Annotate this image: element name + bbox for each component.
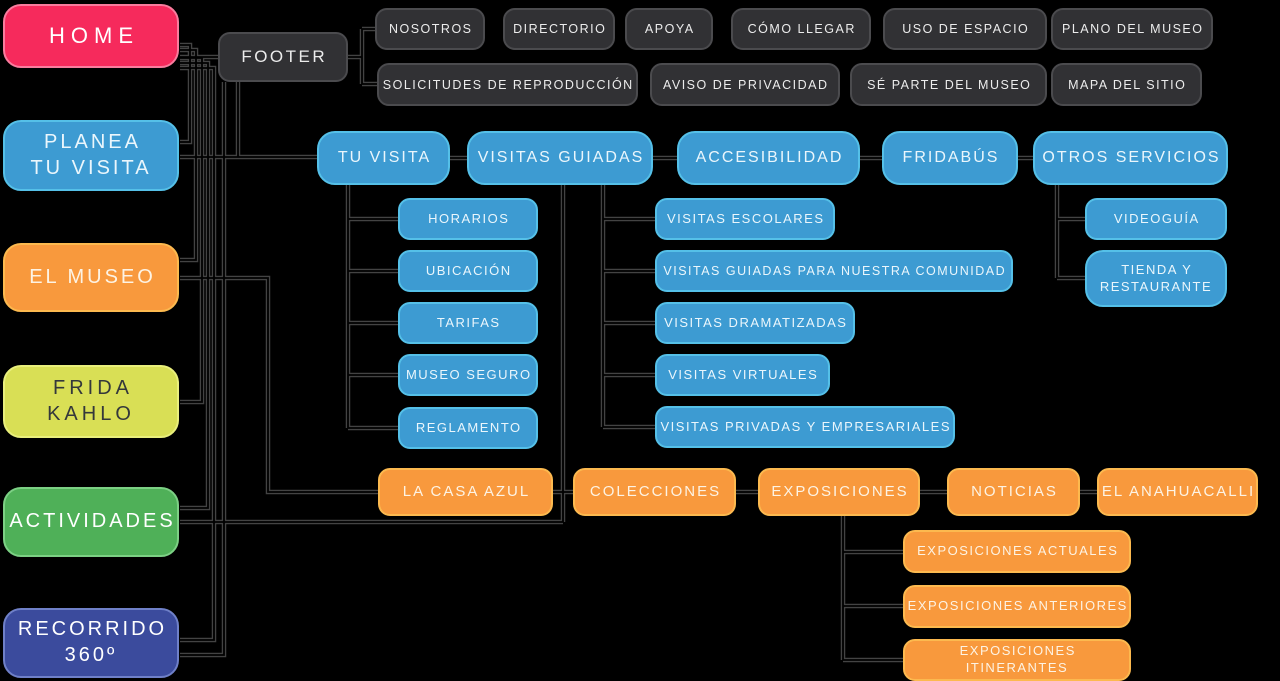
node-actividades: ACTIVIDADES [3, 487, 179, 557]
node-visitas-virtuales: VISITAS VIRTUALES [655, 354, 830, 396]
node-label: VISITAS DRAMATIZADAS [664, 314, 848, 330]
node-label: SÉ PARTE DEL MUSEO [867, 77, 1032, 92]
node-label: VISITAS ESCOLARES [667, 210, 825, 226]
node-label: ACTIVIDADES [9, 510, 176, 533]
node-label: EL MUSEO [29, 265, 156, 288]
node-label: APOYA [644, 22, 695, 36]
node-tienda-y-restaurante: TIENDA Y RESTAURANTE [1085, 250, 1227, 307]
node-videoguia: VIDEOGUÍA [1085, 198, 1227, 240]
node-fridabus: FRIDABÚS [882, 131, 1018, 185]
node-label: EXPOSICIONES ITINERANTES [959, 643, 1076, 675]
node-exposiciones-itinerantes: EXPOSICIONES ITINERANTES [903, 639, 1131, 681]
connector-path-inner [180, 28, 1097, 661]
node-visitas-guiadas: VISITAS GUIADAS [467, 131, 653, 185]
node-reglamento: REGLAMENTO [398, 407, 538, 449]
node-label: ACCESIBILIDAD [695, 148, 844, 166]
node-recorrido-360: RECORRIDO 360º [3, 608, 179, 678]
node-ubicacion: UBICACIÓN [398, 250, 538, 292]
node-label: REGLAMENTO [415, 419, 522, 435]
node-label: EL ANAHUACALLI [1101, 483, 1256, 501]
node-label: VISITAS GUIADAS PARA NUESTRA COMUNIDAD [663, 264, 1007, 278]
node-visitas-escolares: VISITAS ESCOLARES [655, 198, 835, 240]
node-label: VISITAS GUIADAS [477, 148, 645, 166]
node-label: COLECCIONES [589, 483, 722, 501]
node-aviso-de-privacidad: AVISO DE PRIVACIDAD [650, 63, 840, 106]
node-label: HORARIOS [428, 210, 510, 226]
node-label: PLANEA TU VISITA [30, 130, 152, 179]
node-colecciones: COLECCIONES [573, 468, 736, 516]
node-label: FRIDABÚS [902, 148, 1000, 166]
node-solicitudes-de-reproduccion: SOLICITUDES DE REPRODUCCIÓN [377, 63, 638, 106]
node-label: LA CASA AZUL [402, 483, 531, 501]
node-plano-del-museo: PLANO DEL MUSEO [1051, 8, 1213, 50]
node-label: VISITAS VIRTUALES [668, 366, 819, 382]
node-tu-visita: TU VISITA [317, 131, 450, 185]
node-exposiciones-actuales: EXPOSICIONES ACTUALES [903, 530, 1131, 573]
node-como-llegar: CÓMO LLEGAR [731, 8, 871, 50]
node-noticias: NOTICIAS [947, 468, 1080, 516]
node-label: EXPOSICIONES ANTERIORES [907, 598, 1128, 614]
node-home: HOME [3, 4, 179, 68]
node-accesibilidad: ACCESIBILIDAD [677, 131, 860, 185]
node-label: VIDEOGUÍA [1113, 210, 1200, 226]
node-label: TIENDA Y RESTAURANTE [1099, 261, 1213, 294]
node-label: MUSEO SEGURO [405, 366, 532, 382]
node-label: TARIFAS [436, 314, 501, 330]
node-mapa-del-sitio: MAPA DEL SITIO [1051, 63, 1202, 106]
node-label: OTROS SERVICIOS [1042, 148, 1221, 166]
node-label: CÓMO LLEGAR [747, 22, 856, 36]
node-visitas-guiadas-comunidad: VISITAS GUIADAS PARA NUESTRA COMUNIDAD [655, 250, 1013, 292]
node-visitas-dramatizadas: VISITAS DRAMATIZADAS [655, 302, 855, 344]
node-se-parte-del-museo: SÉ PARTE DEL MUSEO [850, 63, 1047, 106]
node-label: MAPA DEL SITIO [1068, 77, 1187, 92]
node-apoya: APOYA [625, 8, 713, 50]
node-la-casa-azul: LA CASA AZUL [378, 468, 553, 516]
node-museo-seguro: MUSEO SEGURO [398, 354, 538, 396]
node-uso-de-espacio: USO DE ESPACIO [883, 8, 1047, 50]
node-nosotros: NOSOTROS [375, 8, 485, 50]
node-label: UBICACIÓN [425, 262, 512, 278]
node-label: HOME [49, 22, 139, 48]
node-label: USO DE ESPACIO [902, 22, 1030, 36]
node-tarifas: TARIFAS [398, 302, 538, 344]
node-label: NOSOTROS [388, 22, 473, 36]
node-label: VISITAS PRIVADAS Y EMPRESARIALES [660, 418, 951, 434]
node-label: TU VISITA [337, 148, 432, 166]
node-el-anahuacalli: EL ANAHUACALLI [1097, 468, 1258, 516]
node-label: EXPOSICIONES [771, 483, 909, 501]
node-label: RECORRIDO 360º [17, 618, 168, 666]
node-label: AVISO DE PRIVACIDAD [662, 77, 829, 92]
node-exposiciones: EXPOSICIONES [758, 468, 920, 516]
node-horarios: HORARIOS [398, 198, 538, 240]
node-label: DIRECTORIO [513, 22, 607, 36]
node-exposiciones-anteriores: EXPOSICIONES ANTERIORES [903, 585, 1131, 628]
node-label: EXPOSICIONES ACTUALES [917, 543, 1119, 559]
node-label: SOLICITUDES DE REPRODUCCIÓN [382, 77, 634, 92]
node-planea-tu-visita: PLANEA TU VISITA [3, 120, 179, 191]
node-label: PLANO DEL MUSEO [1061, 22, 1204, 36]
node-directorio: DIRECTORIO [503, 8, 615, 50]
node-visitas-privadas-y-empresariales: VISITAS PRIVADAS Y EMPRESARIALES [655, 406, 955, 448]
node-label: NOTICIAS [971, 483, 1058, 501]
node-otros-servicios: OTROS SERVICIOS [1033, 131, 1228, 185]
node-el-museo: EL MUSEO [3, 243, 179, 312]
node-footer: FOOTER [218, 32, 348, 82]
node-frida-kahlo: FRIDA KAHLO [3, 365, 179, 438]
node-label: FOOTER [241, 47, 328, 67]
node-label: FRIDA KAHLO [47, 376, 135, 425]
